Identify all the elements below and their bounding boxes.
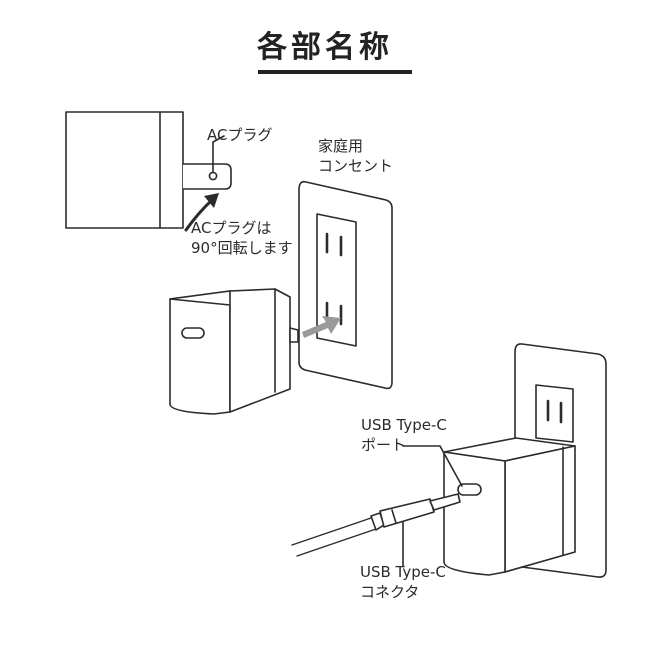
charger-middle-front [169,290,231,415]
insert-arrow [302,316,341,338]
usb-port-label-line1: USB Type-C [361,416,447,434]
charger-plugged [402,437,576,576]
charger-side-view [65,111,232,232]
page-title: 各部名称 [257,30,393,65]
ac-plug-leader [212,135,225,173]
charger-middle [169,288,299,415]
usb-cable [291,493,461,567]
usb-port-label-line2: ポート [361,436,407,454]
outlet-label-line2: コンセント [318,157,394,175]
usb-connector-label-line2: コネクタ [360,583,420,601]
ac-plug-label: ACプラグ [207,126,273,144]
usb-port-leader [402,445,463,487]
ac-plug-rotate-label-line2: 90°回転します [191,239,293,257]
title-underline [258,70,412,74]
wall-outlet-plate [298,180,393,390]
outlet-label-line1: 家庭用 [318,137,364,155]
usb-c-port-middle [181,327,205,339]
usb-connector-label-line1: USB Type-C [360,563,446,581]
ac-plug-rotate-label-line1: ACプラグは [191,219,272,237]
usb-c-port-right [457,483,482,496]
usb-c-connector [379,498,435,528]
